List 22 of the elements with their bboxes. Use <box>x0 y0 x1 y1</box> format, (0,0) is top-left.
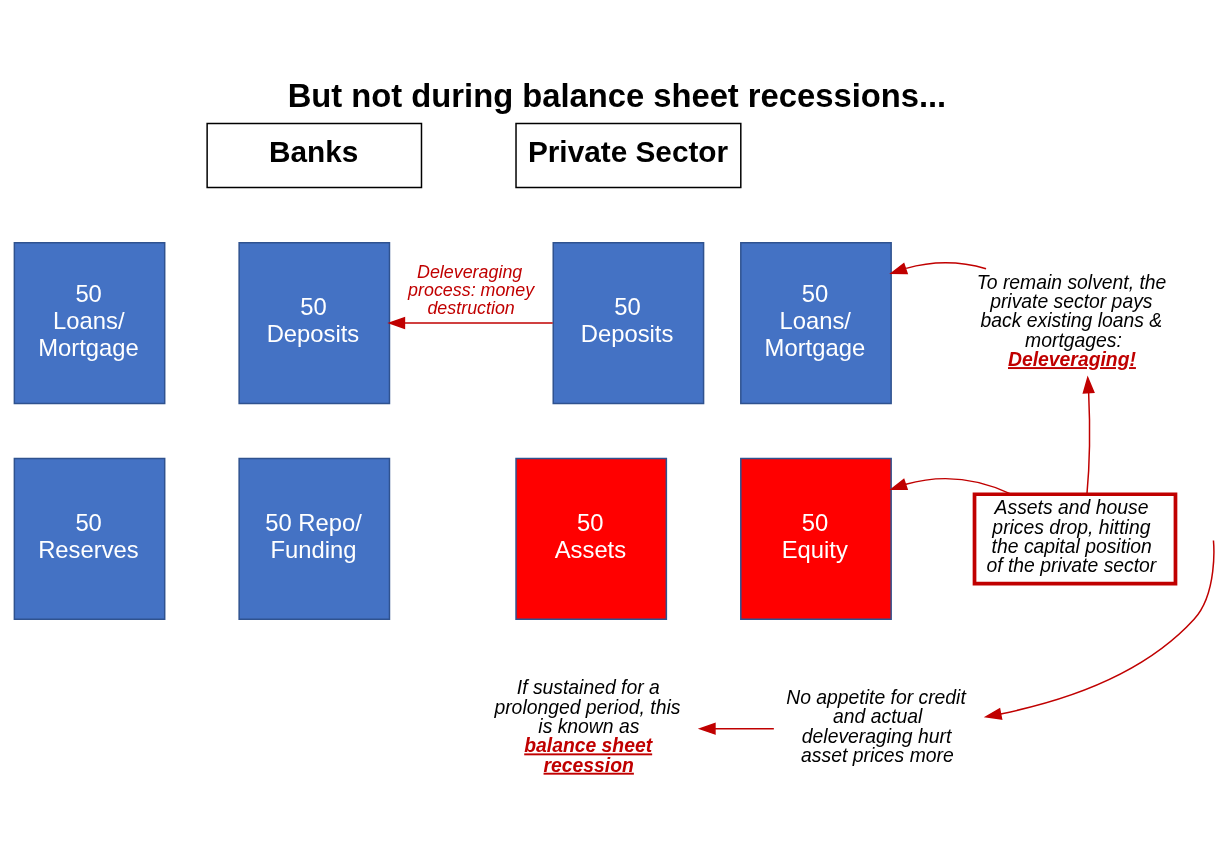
arrow <box>983 539 1215 720</box>
node-box: 50 Deposits <box>552 241 705 404</box>
arrow <box>889 261 987 274</box>
node-box: 50 Assets <box>515 457 668 620</box>
node-box: Banks <box>206 122 423 188</box>
arrow <box>697 721 775 735</box>
arrow <box>1082 374 1095 495</box>
node-box: 50 Equity <box>740 457 892 620</box>
node-box: 50 Reserves <box>13 457 166 620</box>
node-text: If sustained for a prolonged period, this is known as balance sheet recession <box>494 675 681 776</box>
arrow <box>387 316 554 329</box>
diagram-title: But not during balance sheet recessions... <box>287 76 947 114</box>
node-text: To remain solvent, the private sector pays back existing loans & mortgages: Deleveraging! <box>976 270 1167 370</box>
node-box: Assets and house prices drop, hitting the capital position of the private sector <box>972 491 1178 585</box>
node-box: 50 Repo/ Funding <box>238 457 391 620</box>
node-text: No appetite for credit and actual deleveraging hurt asset prices more <box>786 685 966 766</box>
edge-label: Deleveraging process: money destruction <box>408 261 535 318</box>
arrow <box>889 477 1012 495</box>
node-box: Private Sector <box>515 122 742 188</box>
node-box: 50 Loans/ Mortgage <box>13 241 166 404</box>
node-box: 50 Loans/ Mortgage <box>740 241 892 404</box>
node-box: 50 Deposits <box>238 241 391 404</box>
